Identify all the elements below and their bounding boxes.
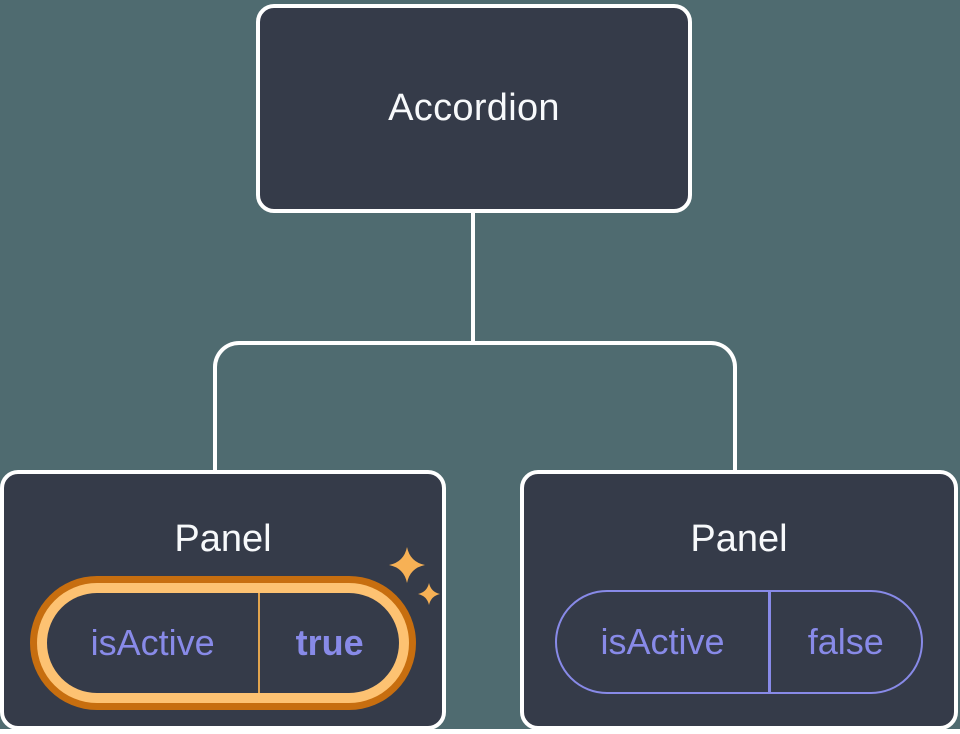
connector-stem <box>471 211 475 343</box>
prop-divider <box>768 592 771 692</box>
prop-name: isActive <box>90 622 215 663</box>
page-edge <box>0 729 960 734</box>
accordion-node: Accordion <box>256 4 692 213</box>
prop-value: false <box>807 621 884 662</box>
prop-pill-inactive: isActive false <box>555 590 923 694</box>
prop-divider <box>258 593 261 693</box>
accordion-label: Accordion <box>388 87 560 129</box>
prop-pill-active: isActive true <box>30 576 416 710</box>
prop-name: isActive <box>600 621 725 662</box>
panel-node-active: Panel isActive true <box>0 470 446 730</box>
panel-label: Panel <box>174 518 272 560</box>
prop-pill-gold-ring: isActive true <box>37 583 409 703</box>
panel-label: Panel <box>690 518 788 560</box>
sparkles-icon <box>389 547 440 605</box>
prop-value: true <box>295 622 364 663</box>
panel-node-inactive: Panel isActive false <box>520 470 958 730</box>
connector-bracket <box>213 341 737 470</box>
